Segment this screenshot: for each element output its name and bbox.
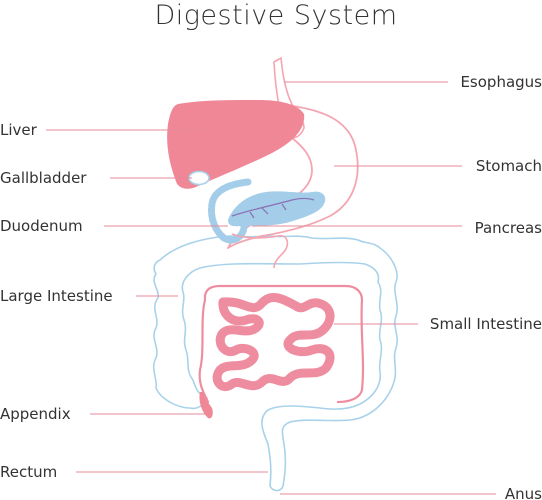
- label-rectum: Rectum: [0, 463, 57, 481]
- duodenum-connector: [231, 233, 289, 269]
- small-intestine: [212, 293, 335, 392]
- leader-lines: [46, 81, 496, 495]
- label-gallbladder: Gallbladder: [0, 169, 87, 187]
- label-liver: Liver: [0, 121, 38, 139]
- labels: Esophagus Liver Stomach Gallbladder Duod…: [0, 73, 542, 500]
- label-pancreas: Pancreas: [475, 219, 542, 237]
- diagram-title: Digestive System: [154, 0, 397, 31]
- label-esophagus: Esophagus: [460, 73, 542, 91]
- stomach-shape: [227, 105, 359, 249]
- duodenum-shape: [208, 178, 252, 244]
- large-intestine: [152, 235, 398, 492]
- label-small-intestine: Small Intestine: [430, 315, 542, 333]
- small-intestine-coils: [212, 293, 335, 392]
- liver-shape: [167, 100, 305, 189]
- label-duodenum: Duodenum: [0, 217, 83, 235]
- label-anus: Anus: [505, 485, 542, 500]
- pancreatic-duct: [231, 197, 315, 219]
- label-appendix: Appendix: [0, 405, 71, 423]
- pancreas-shape: [228, 191, 326, 227]
- large-intestine-outline: [152, 235, 398, 492]
- label-large-intestine: Large Intestine: [0, 287, 113, 305]
- appendix-shape: [199, 392, 213, 419]
- pancreas: [228, 191, 326, 227]
- label-stomach: Stomach: [476, 157, 542, 175]
- colon-inner-line: [198, 284, 365, 404]
